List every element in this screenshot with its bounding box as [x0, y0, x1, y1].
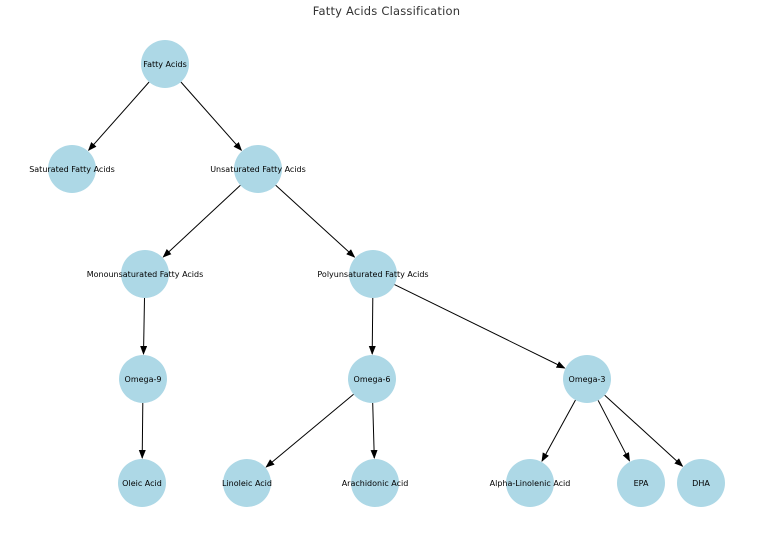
edge-arrow-omega-3-to-dha — [604, 394, 684, 467]
node-label-saturated: Saturated Fatty Acids — [29, 165, 115, 174]
node-omega-3 — [563, 355, 611, 403]
edge-arrow-omega-9-to-oleic-acid — [138, 402, 146, 459]
figure-title: Fatty Acids Classification — [312, 4, 461, 18]
node-polyunsaturated — [349, 250, 397, 298]
edge-arrow-fatty-acids-to-unsaturated — [180, 81, 243, 152]
node-label-unsaturated: Unsaturated Fatty Acids — [210, 165, 306, 174]
edge-arrow-polyunsaturated-to-omega-6 — [368, 297, 376, 355]
node-omega-9 — [119, 355, 167, 403]
edge-arrow-fatty-acids-to-saturated — [87, 81, 150, 152]
node-label-omega-9: Omega-9 — [125, 375, 162, 384]
node-fatty-acids — [141, 40, 189, 88]
node-omega-6 — [348, 355, 396, 403]
node-saturated — [48, 145, 96, 193]
node-label-fatty-acids: Fatty Acids — [143, 60, 187, 69]
edge-arrow-monounsaturated-to-omega-9 — [140, 297, 148, 355]
node-oleic-acid — [118, 459, 166, 507]
node-alpha-linolenic — [506, 459, 554, 507]
node-label-monounsaturated: Monounsaturated Fatty Acids — [87, 270, 204, 279]
node-label-linoleic-acid: Linoleic Acid — [222, 479, 272, 488]
node-label-omega-6: Omega-6 — [354, 375, 391, 384]
edge-arrow-omega-6-to-linoleic-acid — [265, 393, 354, 468]
node-dha — [677, 459, 725, 507]
node-label-epa: EPA — [634, 479, 649, 488]
node-label-arachidonic-acid: Arachidonic Acid — [342, 479, 409, 488]
edge-arrow-unsaturated-to-polyunsaturated — [275, 184, 356, 258]
node-label-oleic-acid: Oleic Acid — [122, 479, 162, 488]
node-label-polyunsaturated: Polyunsaturated Fatty Acids — [317, 270, 428, 279]
edge-arrow-polyunsaturated-to-omega-3 — [394, 284, 566, 369]
edge-arrow-omega-3-to-epa — [597, 400, 630, 462]
node-linoleic-acid — [223, 459, 271, 507]
node-label-omega-3: Omega-3 — [569, 375, 606, 384]
node-unsaturated — [234, 145, 282, 193]
nodes-layer — [48, 40, 725, 507]
edge-arrow-unsaturated-to-monounsaturated — [162, 184, 241, 258]
edge-arrow-omega-6-to-arachidonic-acid — [370, 402, 378, 459]
node-arachidonic-acid — [351, 459, 399, 507]
node-epa — [617, 459, 665, 507]
edge-arrow-omega-3-to-alpha-linolenic — [541, 399, 576, 462]
edges-layer — [87, 81, 684, 468]
node-monounsaturated — [121, 250, 169, 298]
node-label-alpha-linolenic: Alpha-Linolenic Acid — [490, 479, 571, 488]
node-label-dha: DHA — [692, 479, 710, 488]
